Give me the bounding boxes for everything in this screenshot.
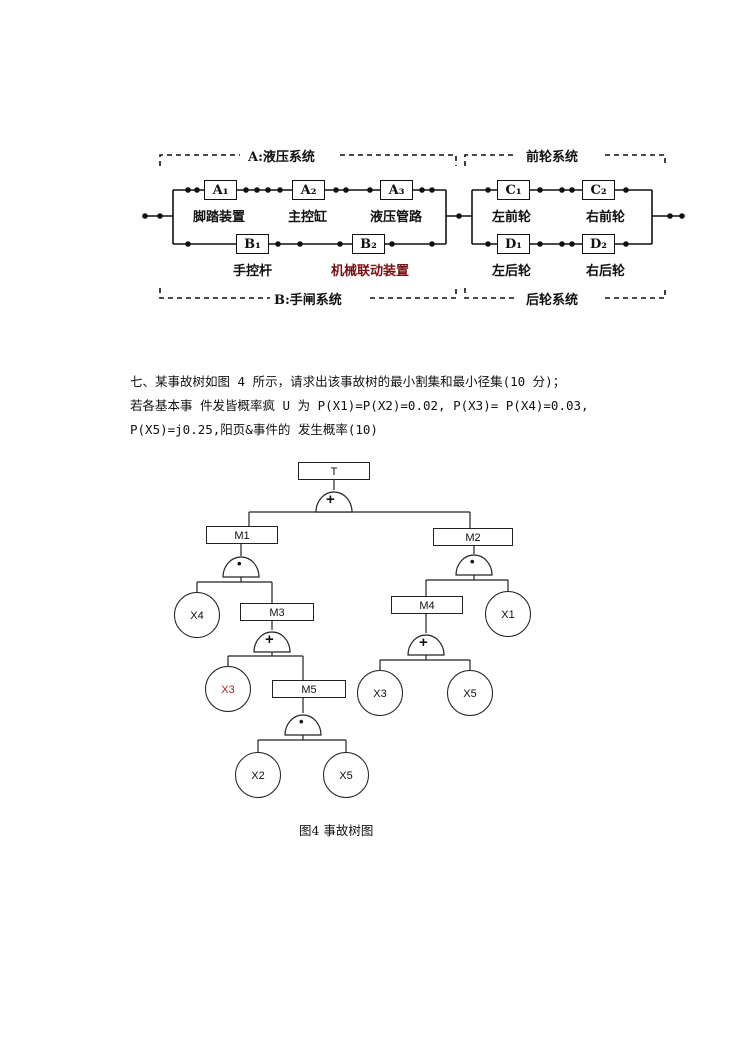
question-line-1: 七、某事故树如图 4 所示，请求出该事故树的最小割集和最小径集(10 分)； [130, 374, 566, 389]
block-a1: A₁ [204, 180, 237, 200]
label-d1: 左后轮 [492, 264, 532, 279]
label-b1: 手控杆 [233, 264, 273, 279]
and-gate-m2-shape [455, 554, 493, 576]
block-c2: C₂ [582, 180, 615, 200]
block-d2: D₂ [582, 234, 615, 254]
or-gate-m3-shape [253, 631, 291, 653]
or-gate-top-symbol: + [326, 491, 335, 508]
block-d1: D₁ [497, 234, 530, 254]
or-gate-m3-symbol: + [265, 631, 274, 648]
intermediate-event-m2: M2 [433, 528, 513, 546]
label-c1: 左前轮 [492, 210, 532, 225]
and-gate-m2-symbol: • [470, 554, 475, 569]
rear-wheel-system-label: 后轮系统 [522, 289, 583, 308]
intermediate-event-m1: M1 [206, 526, 278, 544]
label-a2: 主控缸 [288, 210, 328, 225]
basic-event-x5-right: X5 [447, 670, 493, 716]
basic-event-x3-left: X3 [205, 666, 251, 712]
basic-event-x3-right: X3 [357, 670, 403, 716]
and-gate-m1-shape [222, 556, 260, 578]
top-event-box: T [298, 462, 370, 480]
question-line-3: P(X5)=j0.25,阳页&事件的 发生概率(10) [130, 422, 378, 437]
label-a3: 液压管路 [370, 210, 423, 225]
or-gate-top-shape [315, 491, 353, 513]
and-gate-m1-symbol: • [237, 556, 242, 571]
block-b2: B₂ [352, 234, 385, 254]
intermediate-event-m3: M3 [240, 603, 314, 621]
question-line-2: 若各基本事 件发皆概率疯 U 为 P(X1)=P(X2)=0.02, P(X3)… [130, 398, 589, 413]
label-b2: 机械联动装置 [331, 264, 410, 279]
and-gate-m5-shape [284, 714, 322, 736]
block-b1: B₁ [236, 234, 269, 254]
label-d2: 右后轮 [586, 264, 626, 279]
and-gate-m5-symbol: • [299, 714, 304, 729]
intermediate-event-m4: M4 [391, 596, 463, 614]
group-b-label: B:手闸系统 [270, 289, 346, 308]
basic-event-x4: X4 [174, 592, 220, 638]
block-a3: A₃ [380, 180, 413, 200]
intermediate-event-m5: M5 [272, 680, 346, 698]
block-a2: A₂ [292, 180, 325, 200]
or-gate-m4-symbol: + [419, 634, 428, 651]
basic-event-x1: X1 [485, 591, 531, 637]
group-a-label: A:液压系统 [244, 146, 319, 165]
basic-event-x5-bottom: X5 [323, 752, 369, 798]
label-c2: 右前轮 [586, 210, 626, 225]
fault-tree-connectors [196, 480, 509, 752]
basic-event-x2: X2 [235, 752, 281, 798]
rbd-lines [142, 154, 685, 299]
block-c1: C₁ [497, 180, 530, 200]
label-a1: 脚踏装置 [193, 210, 246, 225]
or-gate-m4-shape [407, 634, 445, 656]
figure-caption: 图4 事故树图 [299, 823, 374, 838]
front-wheel-system-label: 前轮系统 [522, 146, 583, 165]
